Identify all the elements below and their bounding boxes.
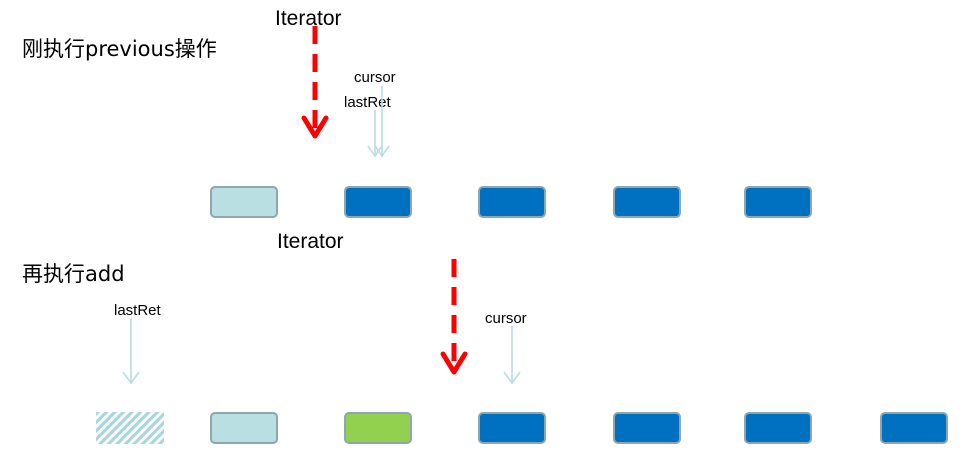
bottom-item-5 — [744, 412, 812, 444]
bottom-item-6 — [880, 412, 948, 444]
top-item-3 — [478, 186, 546, 218]
top-item-1 — [210, 186, 278, 218]
top-item-4 — [613, 186, 681, 218]
bottom-lastret-arrow — [122, 318, 140, 385]
bottom-item-3 — [478, 412, 546, 444]
bottom-item-1 — [210, 412, 278, 444]
bottom-item-removed-slot — [96, 412, 164, 444]
bottom-step-label: 再执行add — [22, 262, 125, 286]
bottom-item-added — [344, 412, 412, 444]
bottom-item-4 — [613, 412, 681, 444]
top-cursor-label: cursor — [354, 69, 396, 86]
top-step-label: 刚执行previous操作 — [22, 37, 217, 61]
top-lastret-arrow — [367, 110, 383, 158]
top-lastret-label: lastRet — [344, 94, 391, 111]
top-item-5 — [744, 186, 812, 218]
top-iterator-arrow — [301, 26, 329, 139]
top-cursor-arrow — [374, 86, 390, 158]
bottom-cursor-label: cursor — [485, 310, 527, 327]
bottom-iterator-arrow — [440, 259, 468, 375]
bottom-lastret-label: lastRet — [114, 302, 161, 319]
bottom-cursor-arrow — [503, 326, 521, 385]
top-iterator-label: Iterator — [275, 7, 342, 30]
bottom-iterator-label: Iterator — [277, 230, 344, 253]
top-item-2 — [344, 186, 412, 218]
